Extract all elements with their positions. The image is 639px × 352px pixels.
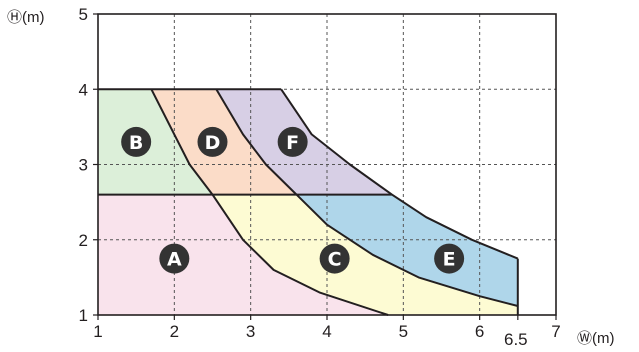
y-tick-label: 2 <box>79 231 88 250</box>
zone-badge-label: F <box>286 132 299 154</box>
zone-badge-circle <box>434 243 465 274</box>
zone-badge-label: D <box>205 132 221 154</box>
x-tick-label: 6.5 <box>504 330 528 349</box>
zone-b-area <box>98 89 213 195</box>
zone-badge-label: E <box>443 249 456 271</box>
zone-boundaries <box>98 88 519 316</box>
x-tick-label: 4 <box>322 322 331 341</box>
zone-badge-label: C <box>328 249 342 271</box>
zone-a-area <box>98 194 389 315</box>
x-tick-label: 2 <box>170 322 179 341</box>
zone-areas <box>98 89 518 315</box>
x-axis-label: Ⓦ(m) <box>577 330 615 347</box>
y-tick-label: 4 <box>79 80 88 99</box>
zone-e-badge: E <box>434 243 465 274</box>
zone-badge-circle <box>121 126 152 157</box>
zone-b-badge: B <box>121 126 152 157</box>
boundary-a-c <box>211 194 389 316</box>
zone-badge-circle <box>277 126 308 157</box>
boundary-b-d <box>150 88 214 196</box>
grid-lines <box>98 14 556 315</box>
zone-e-area <box>296 194 518 306</box>
zone-badges: A B C D E F <box>121 126 465 274</box>
y-tick-label: 1 <box>79 306 88 325</box>
zone-badge-label: B <box>129 132 143 154</box>
zone-f-badge: F <box>277 126 308 157</box>
y-tick-label: 3 <box>79 156 88 175</box>
boundary-d-f <box>215 88 298 196</box>
x-tick-label: 5 <box>399 322 408 341</box>
tick-labels: 1 2 3 4 5 6 7 6.5 1 2 3 4 5 <box>79 5 561 349</box>
zone-badge-circle <box>197 126 228 157</box>
zone-badge-label: A <box>167 249 182 271</box>
boundary-c-e <box>295 193 519 307</box>
x-tick-label: 1 <box>93 322 102 341</box>
zone-badge-circle <box>319 243 350 274</box>
x-tick-label: 3 <box>246 322 255 341</box>
y-axis-label: Ⓗ(m) <box>7 9 45 26</box>
zone-c-badge: C <box>319 243 350 274</box>
x-tick-label: 6 <box>475 322 484 341</box>
x-tick-label: 7 <box>551 322 560 341</box>
zone-d-badge: D <box>197 126 228 157</box>
zone-badge-circle <box>159 243 190 274</box>
y-tick-label: 5 <box>79 5 88 24</box>
zone-a-badge: A <box>159 243 190 274</box>
